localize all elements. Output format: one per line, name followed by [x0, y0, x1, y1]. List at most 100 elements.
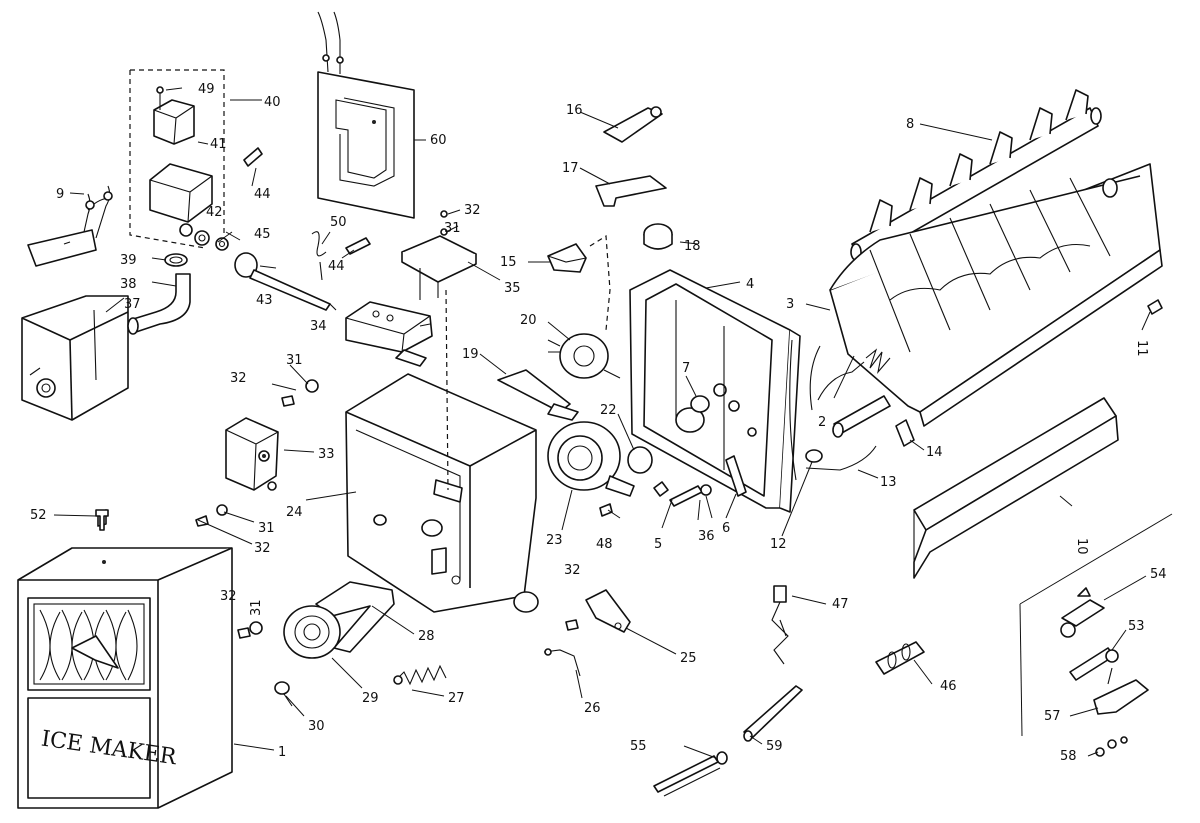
part-wire-harness [27, 185, 113, 267]
callout-2: 2 [818, 415, 826, 430]
callout-57: 57 [1044, 709, 1061, 724]
callout-17: 17 [562, 161, 579, 176]
part-module-housing [345, 373, 539, 613]
callout-31-d: 31 [249, 599, 264, 616]
part-harness-55 [653, 751, 728, 797]
callout-39: 39 [120, 253, 137, 268]
part-timing-cam [283, 605, 341, 659]
callout-54: 54 [1150, 567, 1167, 582]
callout-29: 29 [362, 691, 379, 706]
callout-55: 55 [630, 739, 647, 754]
part-motor [547, 333, 621, 379]
callout-10: 10 [1074, 538, 1089, 555]
callout-32-b: 32 [230, 371, 247, 386]
part-lever-arm [315, 581, 395, 653]
callout-44-a: 44 [254, 187, 271, 202]
callout-13: 13 [880, 475, 897, 490]
callout-24: 24 [286, 505, 303, 520]
part-pin-14 [895, 419, 915, 447]
part-ice-mold [829, 163, 1163, 427]
callout-52: 52 [30, 508, 47, 523]
callout-4: 4 [746, 277, 754, 292]
part-screw-12 [805, 449, 823, 463]
callout-59: 59 [766, 739, 783, 754]
part-plug-47 [771, 585, 789, 665]
part-screws-small [311, 231, 371, 281]
part-valve-fittings [1019, 513, 1173, 757]
callout-44-b: 44 [328, 259, 345, 274]
callout-32-c: 32 [254, 541, 271, 556]
callout-14: 14 [926, 445, 943, 460]
part-harness-59 [743, 685, 803, 742]
part-shaft [234, 252, 337, 311]
leader-lines [53, 87, 1151, 759]
guide-line-vertical [445, 289, 449, 491]
part-cam-7 [690, 395, 710, 413]
callout-40: 40 [264, 95, 281, 110]
guide-line-dashed [589, 234, 611, 331]
callout-34: 34 [310, 319, 327, 334]
callout-31-b: 31 [286, 353, 303, 368]
callout-38: 38 [120, 277, 137, 292]
callout-6: 6 [722, 521, 730, 536]
part-screw-52 [95, 509, 109, 531]
part-thermostat-18 [643, 223, 673, 250]
part-water-valve-group [129, 69, 263, 251]
part-spring [393, 664, 447, 686]
part-screw-30 [274, 681, 293, 707]
callout-23: 23 [546, 533, 563, 548]
part-clip-17 [595, 175, 667, 207]
callout-16: 16 [566, 103, 583, 118]
callout-43: 43 [256, 293, 273, 308]
part-screw-11 [1147, 299, 1163, 315]
callout-5: 5 [654, 537, 662, 552]
callout-49: 49 [198, 82, 215, 97]
callout-50: 50 [330, 215, 347, 230]
callout-33: 33 [318, 447, 335, 462]
part-13 [789, 339, 877, 481]
part-fill-cup [21, 295, 129, 421]
callout-26: 26 [584, 701, 601, 716]
part-ejector [850, 89, 1102, 263]
callout-53: 53 [1128, 619, 1145, 634]
part-small-screws [653, 455, 747, 507]
callout-11: 11 [1134, 340, 1149, 357]
part-clamp [164, 253, 188, 267]
callout-25: 25 [680, 651, 697, 666]
callout-41: 41 [210, 137, 227, 152]
callout-37: 37 [124, 297, 141, 312]
callout-8: 8 [906, 117, 914, 132]
part-motor-switch [225, 417, 279, 491]
callout-31-c: 31 [258, 521, 275, 536]
part-front-housing: ICE MAKER [17, 547, 233, 809]
callout-32-d: 32 [220, 589, 237, 604]
callout-48: 48 [596, 537, 613, 552]
part-knob-22 [627, 446, 653, 474]
callout-28: 28 [418, 629, 435, 644]
part-shutoff-arm [497, 369, 579, 421]
callout-32-e: 32 [564, 563, 581, 578]
callout-30: 30 [308, 719, 325, 734]
part-wire-26 [543, 648, 581, 677]
callout-20: 20 [520, 313, 537, 328]
callout-58: 58 [1060, 749, 1077, 764]
part-switch [345, 301, 433, 367]
callout-60: 60 [430, 133, 447, 148]
part-heater-wire [809, 345, 891, 438]
callout-42: 42 [206, 205, 223, 220]
callout-22: 22 [600, 403, 617, 418]
callout-27: 27 [448, 691, 465, 706]
callout-7: 7 [682, 361, 690, 376]
callout-3: 3 [786, 297, 794, 312]
callout-47: 47 [832, 597, 849, 612]
callout-46: 46 [940, 679, 957, 694]
callout-32-a: 32 [464, 203, 481, 218]
part-bracket [401, 210, 477, 300]
part-heater-plate [317, 11, 415, 219]
callout-18: 18 [684, 239, 701, 254]
callout-35: 35 [504, 281, 521, 296]
callout-9: 9 [56, 187, 64, 202]
callout-36: 36 [698, 529, 715, 544]
callout-31-a: 31 [444, 221, 461, 236]
